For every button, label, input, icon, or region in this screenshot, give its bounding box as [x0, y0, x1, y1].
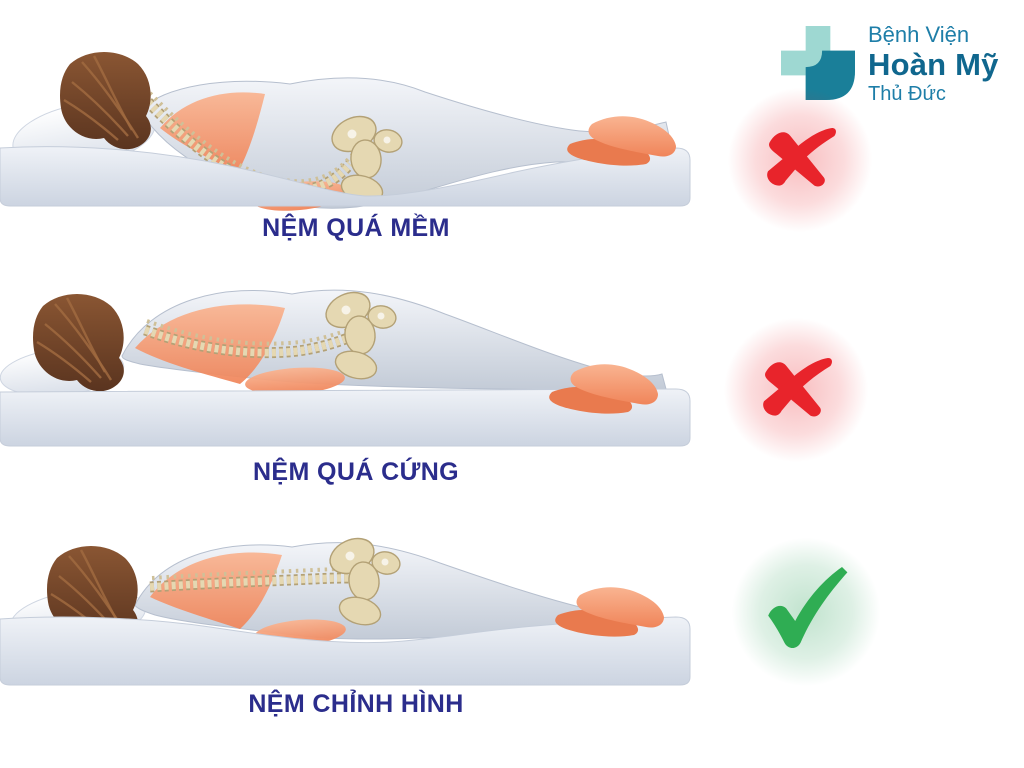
logo-hospital-type: Bệnh Viện [868, 22, 970, 47]
caption-orthopedic-mattress: NỆM CHỈNH HÌNH [248, 690, 464, 718]
medical-cross-icon [781, 26, 855, 100]
caption-soft-mattress: NỆM QUÁ MỀM [262, 214, 450, 242]
cross-icon [763, 358, 832, 417]
spine [143, 319, 351, 359]
feet [567, 116, 676, 166]
check-mark-orthopedic-mattress [731, 537, 881, 687]
spine [149, 567, 357, 593]
mattress [0, 616, 691, 686]
mattress [0, 388, 691, 447]
illustration-soft-mattress [0, 52, 691, 211]
feet [549, 364, 658, 414]
arm-skin [245, 367, 345, 395]
mattress [0, 146, 691, 207]
illustration-hard-mattress [0, 289, 691, 447]
caption-hard-mattress: NỆM QUÁ CỨNG [252, 458, 460, 486]
shoulder-skin [160, 92, 265, 172]
cross-icon [767, 128, 836, 187]
pelvis [325, 291, 397, 380]
feet [555, 587, 664, 637]
pelvis [329, 537, 401, 626]
logo-hospital-name: Hoàn Mỹ [868, 47, 999, 82]
illustration-orthopedic-mattress [0, 537, 691, 686]
logo-branch: Thủ Đức [868, 83, 946, 105]
hospital-logo: Bệnh Viện Hoàn Mỹ Thủ Đức [781, 24, 999, 104]
check-icon [768, 567, 848, 648]
hair [33, 294, 124, 392]
hair [60, 52, 151, 150]
pelvis [331, 115, 403, 204]
shoulder-skin [150, 552, 282, 629]
logo-text: Bệnh Viện Hoàn Mỹ Thủ Đức [868, 22, 999, 105]
cross-mark-soft-mattress [725, 85, 875, 235]
cross-mark-hard-mattress [721, 315, 871, 465]
